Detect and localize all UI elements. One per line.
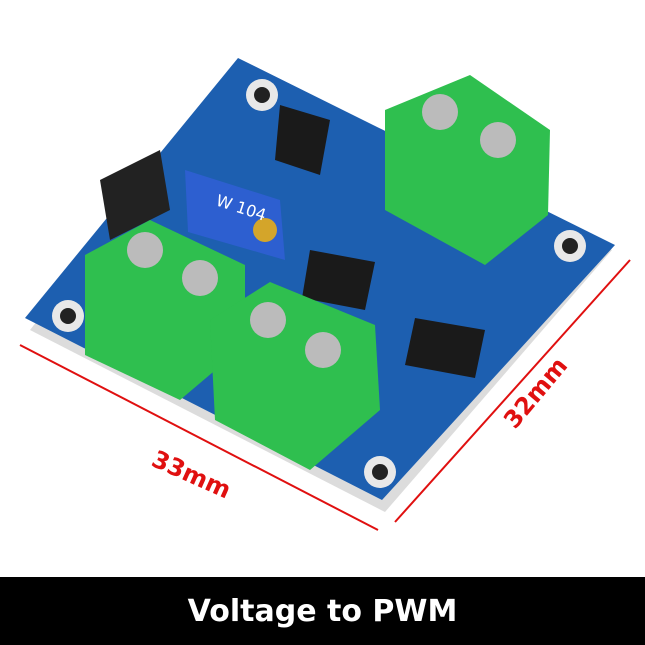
ic-chip	[302, 250, 375, 310]
pot-screw	[253, 218, 277, 242]
width-dimension-line	[19, 344, 379, 531]
caption-text: Voltage to PWM	[187, 593, 458, 629]
ic-chip	[405, 318, 485, 378]
regulator-chip	[275, 105, 330, 175]
width-label: 33mm	[148, 445, 236, 505]
pin-header	[100, 150, 170, 240]
height-dimension-line	[394, 259, 631, 523]
caption-banner: Voltage to PWM	[0, 577, 645, 645]
